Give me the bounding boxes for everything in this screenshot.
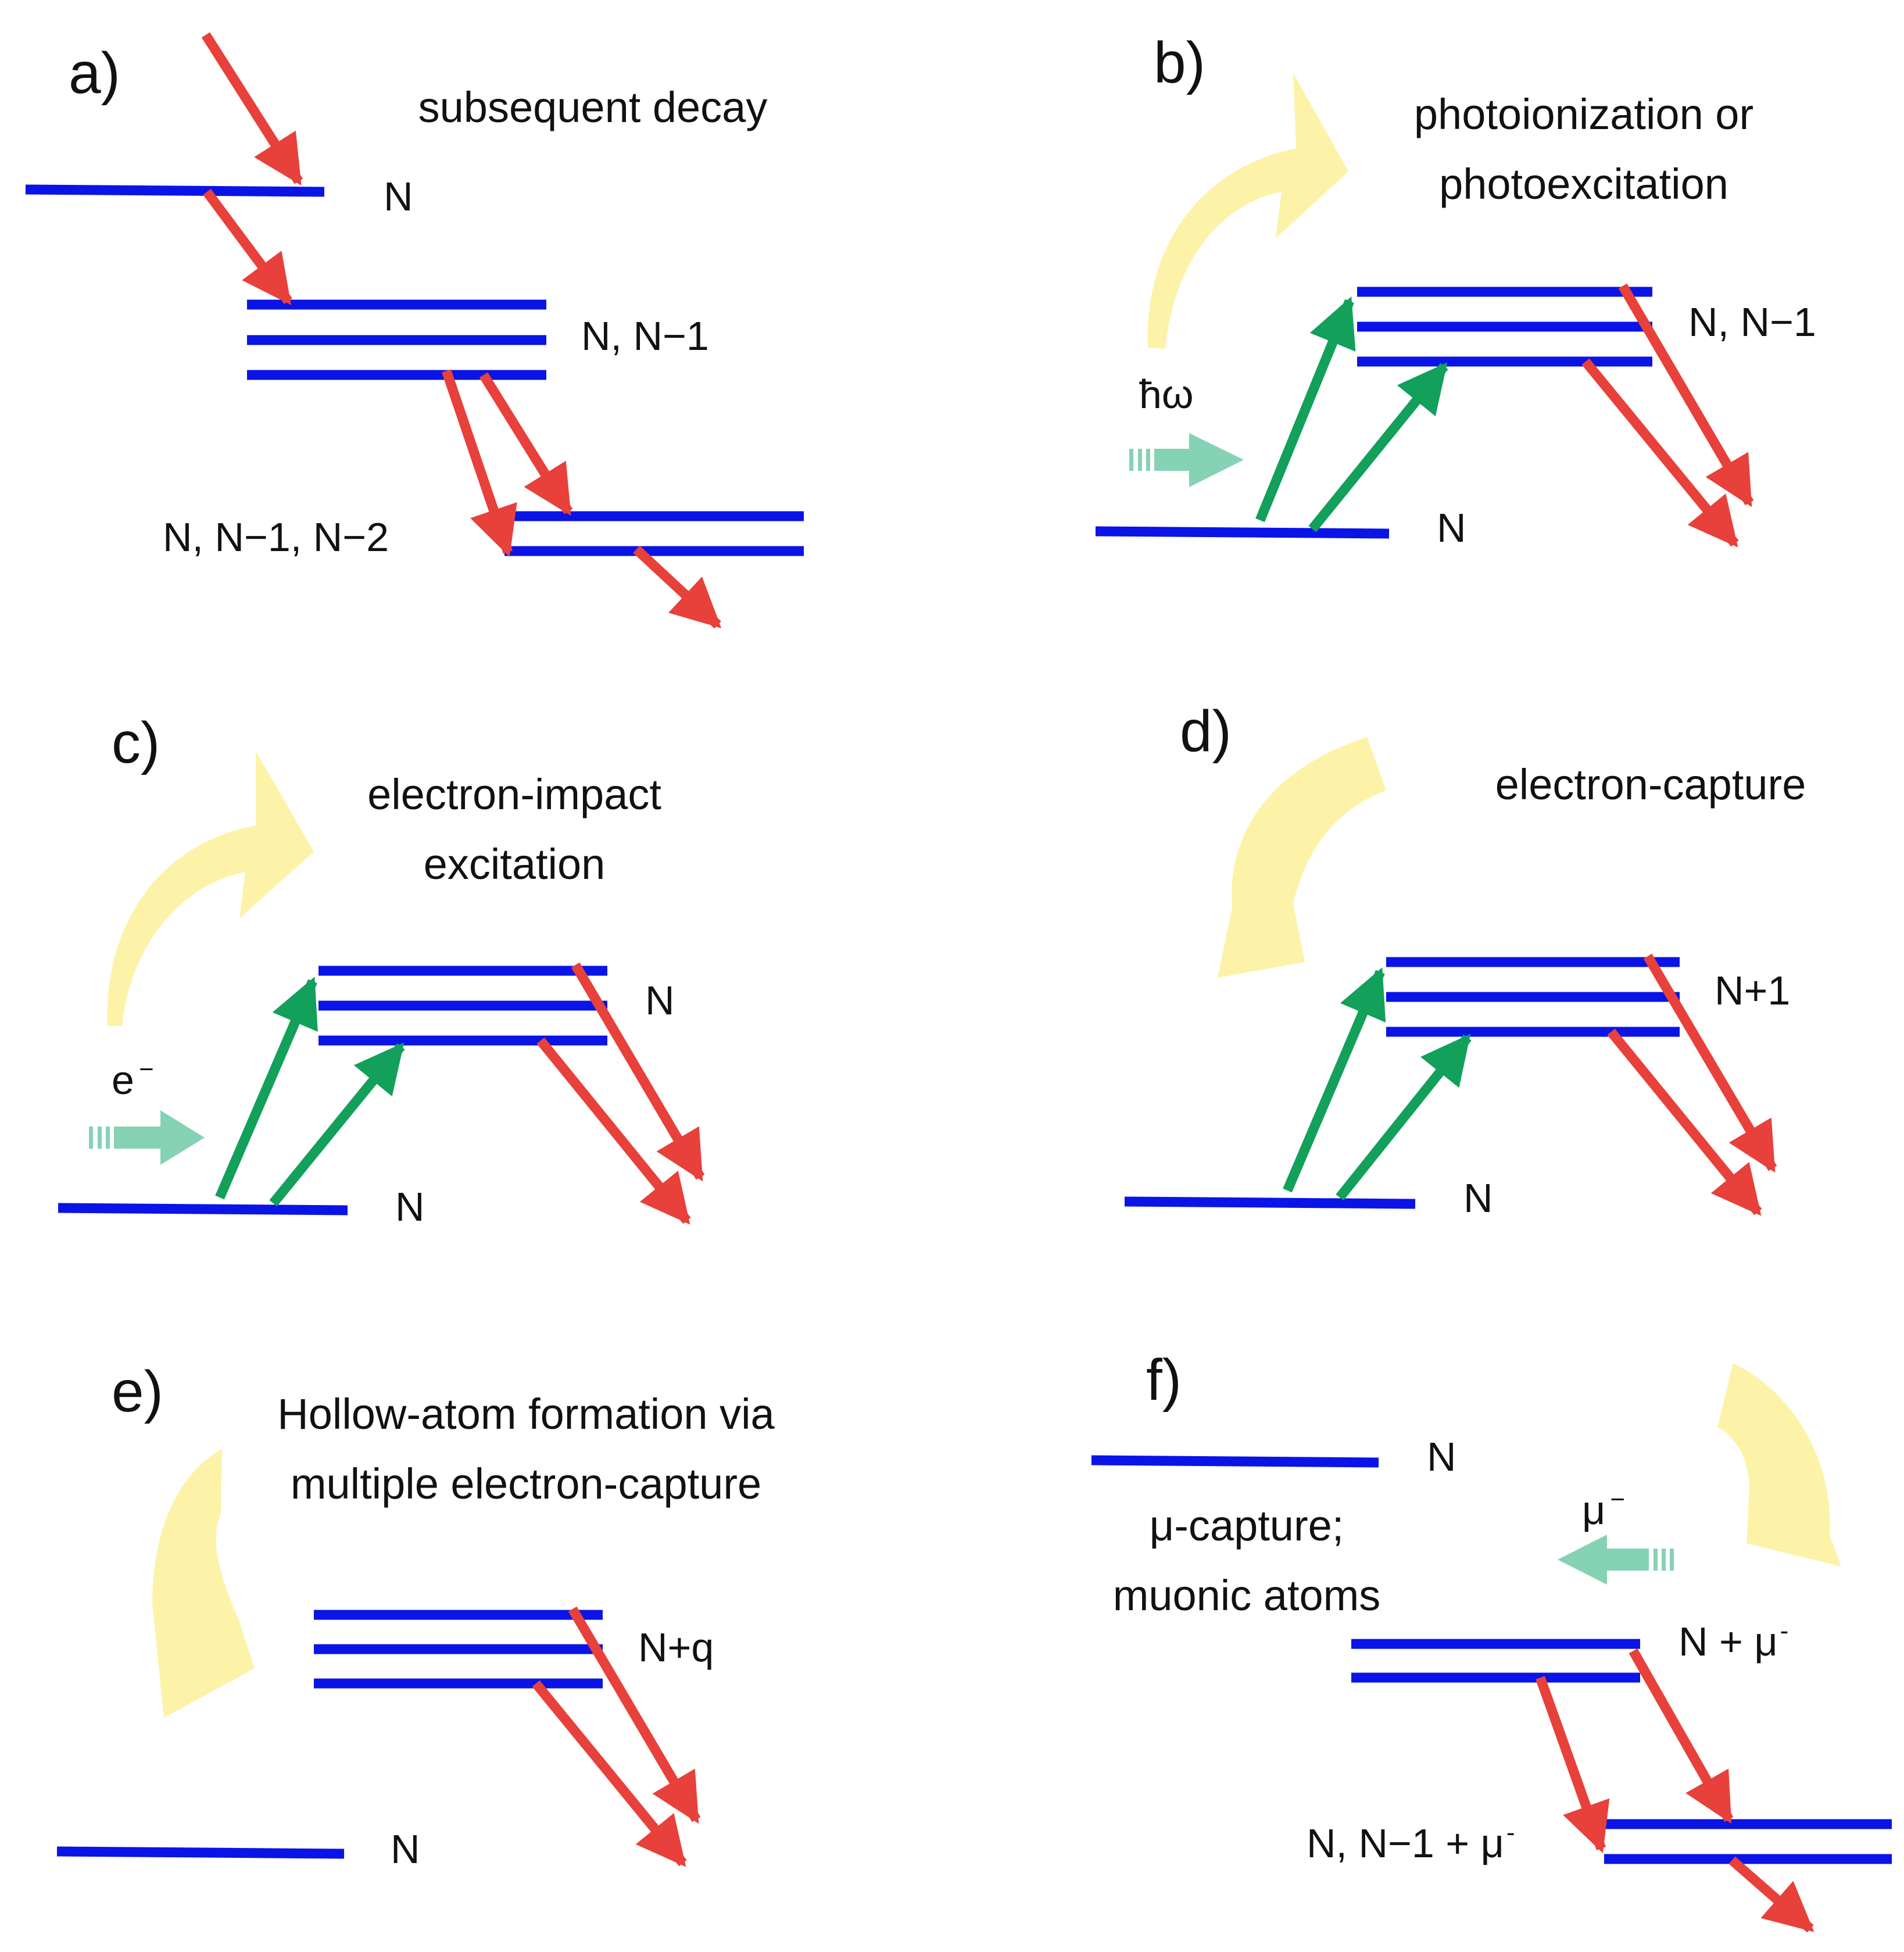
curved-arrow-icon	[1717, 1363, 1841, 1567]
excitation-arrow	[215, 977, 318, 1200]
panel-label-a: a)	[69, 41, 120, 106]
decay-arrow	[1607, 1028, 1762, 1216]
panel-d: d) electron-capture N+1 N	[1124, 699, 1806, 1221]
decay-arrow	[633, 545, 722, 629]
ground-level	[56, 1846, 345, 1859]
ground-level	[1124, 1196, 1416, 1209]
decay-arrow	[568, 1606, 701, 1824]
panel-title-f-line2: muonic atoms	[1113, 1571, 1381, 1619]
decay-arrow	[1581, 358, 1739, 548]
level-label: N	[1437, 505, 1466, 550]
level-label: N, N−1, N−2	[163, 514, 389, 560]
panel-label-f: f)	[1146, 1347, 1182, 1413]
panel-title-f-line1: μ-capture;	[1150, 1501, 1344, 1550]
decay-arrow	[536, 1037, 691, 1225]
photon-symbol: ħω	[1139, 371, 1194, 417]
excitation-arrow	[1336, 1034, 1472, 1201]
decay-arrow	[1728, 1856, 1814, 1933]
panel-label-c: c)	[112, 710, 160, 775]
decay-arrow	[1629, 1648, 1734, 1824]
decay-arrow	[1535, 1676, 1610, 1854]
level-label: N+q	[638, 1625, 714, 1670]
panel-label-b: b)	[1154, 30, 1205, 95]
panel-a: a) subsequent decay N N, N−1 N, N−1, N−2	[25, 32, 804, 629]
level-label: N+1	[1715, 968, 1790, 1013]
electron-symbol: e−	[112, 1055, 154, 1103]
excitation-arrow	[269, 1042, 405, 1207]
panel-f: f) N μ-capture; muonic atoms μ− N + μ- N…	[1091, 1347, 1892, 1933]
level-label: N	[391, 1826, 420, 1872]
level-label: N	[395, 1184, 425, 1229]
panel-title-e-line1: Hollow-atom formation via	[277, 1390, 775, 1438]
excitation-arrow	[1308, 362, 1448, 532]
panel-label-e: e)	[112, 1359, 163, 1424]
ground-level	[1095, 526, 1390, 539]
decay-arrow	[479, 372, 573, 516]
level-label: N	[384, 174, 413, 219]
panel-b: b) photoionization or photoexcitation ħω…	[1095, 30, 1816, 550]
panel-c: c) electron-impact excitation e− N N	[58, 710, 705, 1229]
projectile-arrow-icon	[89, 1110, 205, 1165]
curved-arrow-icon	[107, 751, 314, 1026]
panel-e: e) Hollow-atom formation via multiple el…	[56, 1359, 775, 1872]
panel-title-c-line1: electron-impact	[367, 770, 661, 818]
projectile-arrow-icon	[1129, 433, 1244, 487]
level-label: N	[1463, 1175, 1493, 1221]
level-n	[1091, 1455, 1379, 1468]
panel-title-a: subsequent decay	[418, 83, 768, 131]
curved-arrow-icon	[152, 1449, 255, 1718]
decay-arrow	[571, 962, 705, 1182]
panel-title-b-line2: photoexcitation	[1439, 160, 1728, 208]
projectile-arrow-icon	[1558, 1535, 1674, 1585]
level-label: N	[645, 978, 675, 1023]
level-label: N, N−1	[1688, 299, 1816, 345]
decay-arrow	[441, 369, 517, 557]
decay-arrow	[1618, 283, 1754, 507]
panel-title-d: electron-capture	[1495, 760, 1806, 809]
panel-title-b-line1: photoionization or	[1414, 90, 1753, 138]
decay-arrow	[203, 188, 292, 305]
level-label: N, N−1 + μ-	[1307, 1818, 1515, 1866]
level-label: N, N−1	[581, 313, 709, 359]
decay-arrow	[532, 1680, 687, 1867]
panel-label-d: d)	[1180, 699, 1232, 764]
excitation-arrow	[1255, 296, 1356, 523]
level-n	[25, 184, 325, 197]
curved-arrow-icon	[1218, 737, 1386, 978]
curved-arrow-icon	[1147, 73, 1348, 349]
excitation-arrow	[1283, 967, 1386, 1193]
decay-arrow	[1643, 953, 1777, 1173]
decay-arrow-incoming	[201, 32, 303, 186]
level-label: N	[1427, 1434, 1456, 1479]
panel-title-e-line2: multiple electron-capture	[291, 1460, 761, 1508]
ground-level	[58, 1203, 348, 1215]
level-label: N + μ-	[1678, 1617, 1788, 1664]
panel-title-c-line2: excitation	[424, 840, 606, 888]
muon-symbol: μ−	[1582, 1485, 1625, 1533]
